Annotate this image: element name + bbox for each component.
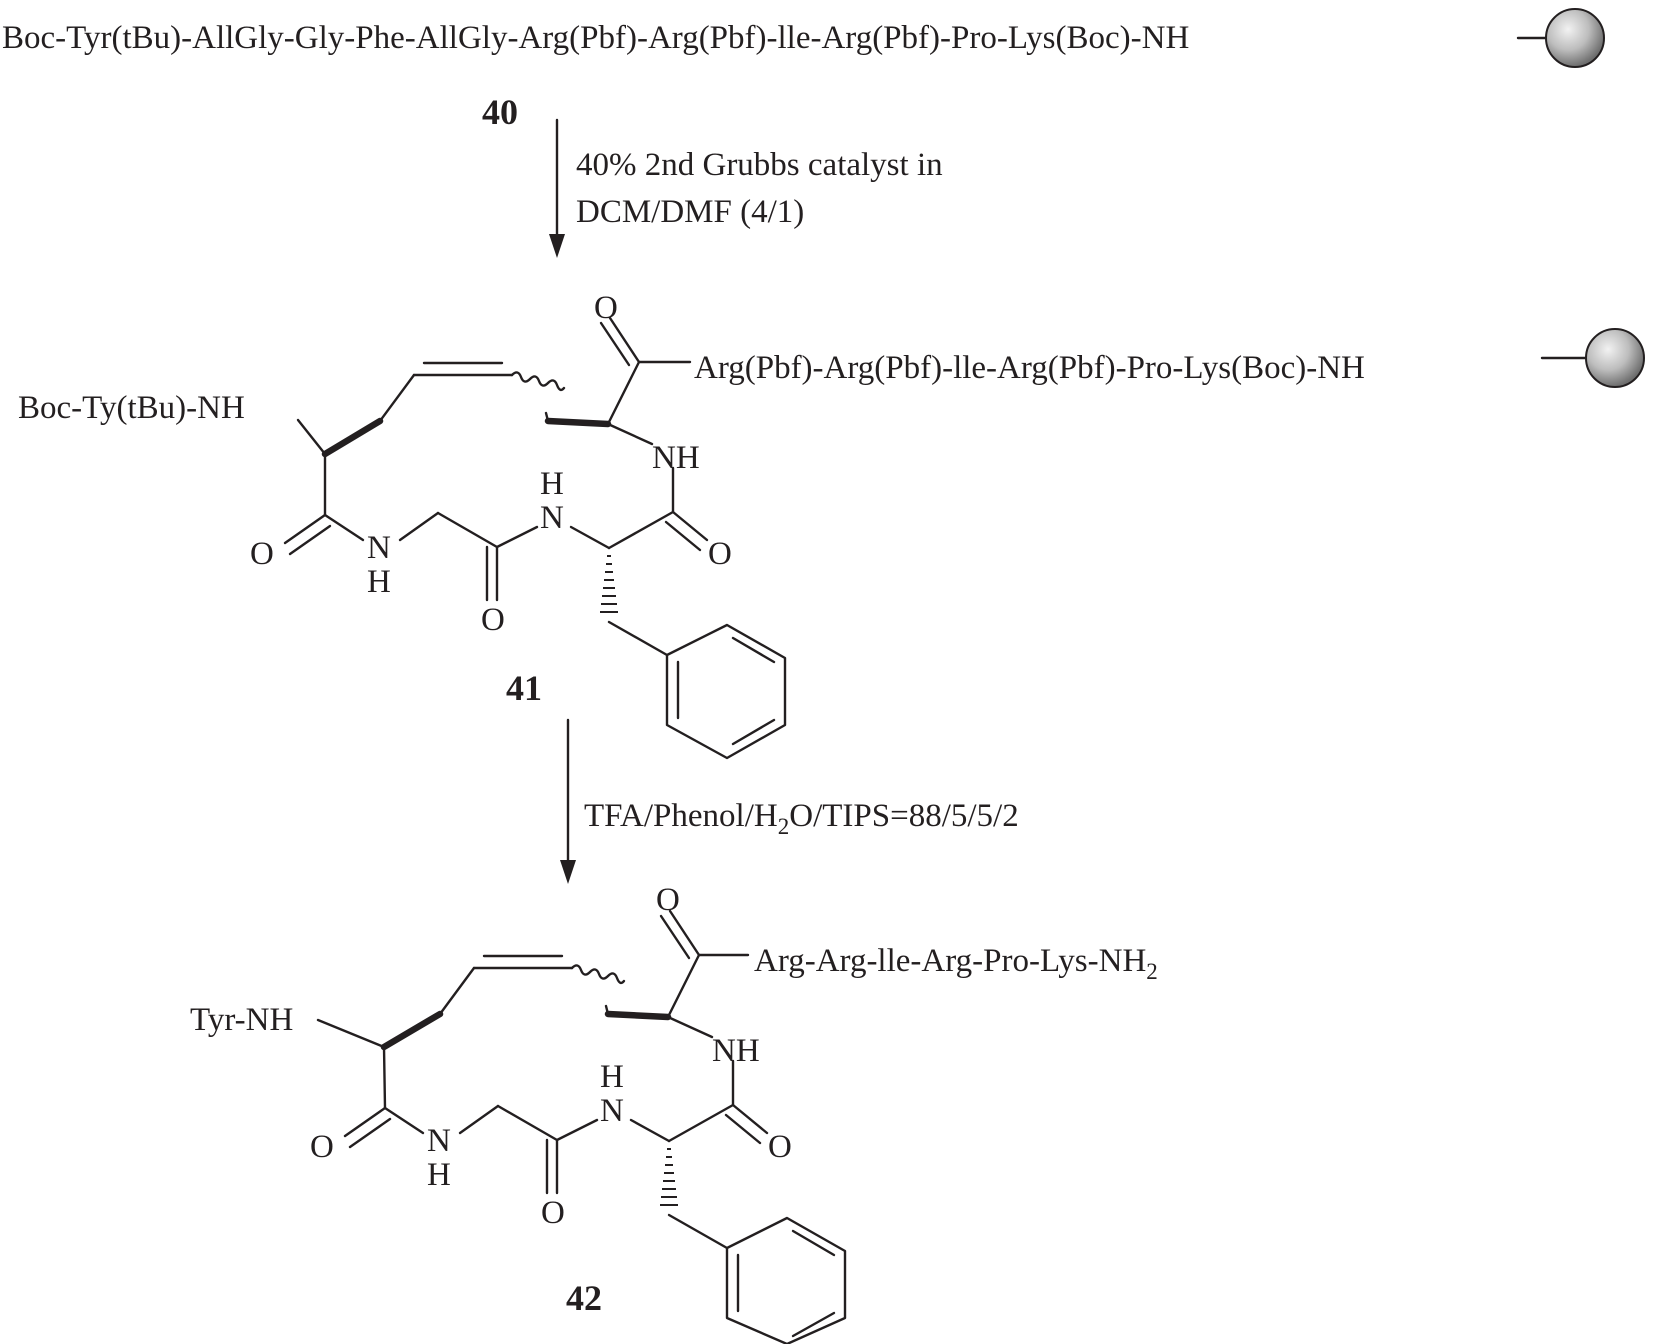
reaction-arrow-2-head-icon xyxy=(560,860,576,884)
step-2-conditions: TFA/Phenol/H2O/TIPS=88/5/5/2 xyxy=(584,798,1019,839)
atom-o-carbonyl: O xyxy=(594,290,618,326)
atom-n: N xyxy=(540,500,564,536)
compound-41-number: 41 xyxy=(506,668,542,708)
compound-40-number: 40 xyxy=(482,92,518,132)
atom-n: N xyxy=(600,1093,624,1129)
compound-42-hash-wedge xyxy=(660,1148,678,1206)
compound-41: Boc-Ty(tBu)-NH O Arg(Pbf)-Arg(Pbf)-lle-A… xyxy=(18,290,1645,760)
atom-o: O xyxy=(310,1129,334,1165)
compound-42-c-chain: Arg-Arg-lle-Arg-Pro-Lys-NH2 xyxy=(754,943,1158,984)
reaction-arrow-1-head-icon xyxy=(549,234,565,258)
atom-o: O xyxy=(481,602,505,638)
resin-bead-icon xyxy=(1545,8,1605,68)
compound-40: Boc-Tyr(tBu)-AllGly-Gly-Phe-AllGly-Arg(P… xyxy=(2,8,1605,132)
compound-42-bonds xyxy=(316,909,847,1344)
atom-o: O xyxy=(708,536,732,572)
reaction-step-2: TFA/Phenol/H2O/TIPS=88/5/5/2 xyxy=(560,718,1019,884)
atom-o: O xyxy=(768,1129,792,1165)
atom-n: N xyxy=(367,530,391,566)
compound-42: Tyr-NH O Arg-Arg-lle-Arg-Pro-Lys-NH2 NH … xyxy=(190,882,1158,1344)
reaction-step-1: 40% 2nd Grubbs catalyst in DCM/DMF (4/1) xyxy=(549,118,943,258)
compound-41-bonds xyxy=(283,316,1590,760)
atom-o-carbonyl: O xyxy=(656,882,680,918)
atom-n: N xyxy=(427,1123,451,1159)
compound-41-n-terminus: Boc-Ty(tBu)-NH xyxy=(18,390,245,426)
compound-42-number: 42 xyxy=(566,1278,602,1318)
atom-h: H xyxy=(427,1157,451,1193)
atom-nh: NH xyxy=(712,1033,760,1069)
atom-h: H xyxy=(600,1059,624,1095)
atom-h: H xyxy=(367,564,391,600)
step-1-reagent: 40% 2nd Grubbs catalyst in xyxy=(576,147,943,183)
atom-o: O xyxy=(250,536,274,572)
atom-o: O xyxy=(541,1195,565,1231)
compound-42-n-terminus: Tyr-NH xyxy=(190,1002,293,1038)
compound-41-hash-wedge xyxy=(600,555,618,613)
atom-h: H xyxy=(540,466,564,502)
atom-nh: NH xyxy=(652,440,700,476)
resin-bead-icon xyxy=(1585,328,1645,388)
compound-41-c-chain: Arg(Pbf)-Arg(Pbf)-lle-Arg(Pbf)-Pro-Lys(B… xyxy=(694,350,1365,386)
compound-40-sequence: Boc-Tyr(tBu)-AllGly-Gly-Phe-AllGly-Arg(P… xyxy=(2,20,1189,56)
step-1-solvent: DCM/DMF (4/1) xyxy=(576,194,804,230)
